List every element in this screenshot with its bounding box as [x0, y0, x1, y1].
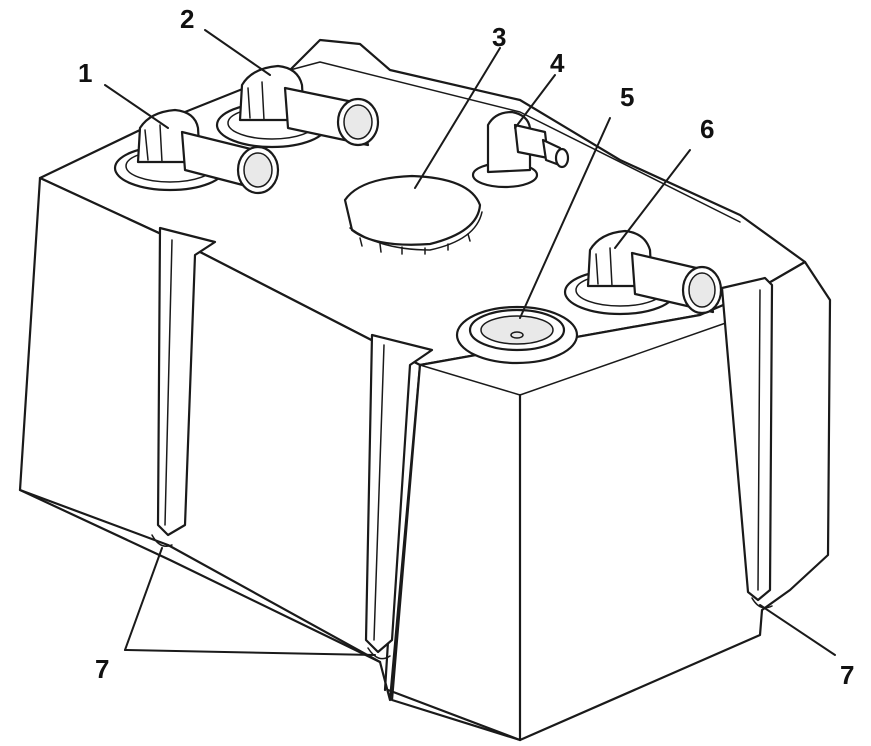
- leader-7a-1: [124, 547, 163, 651]
- strap-notch-1: [151, 534, 173, 547]
- callout-3: 3: [492, 22, 506, 52]
- strap-notch-2: [367, 647, 391, 660]
- tank-top-ridge: [289, 61, 741, 223]
- callout-4: 4: [550, 48, 565, 78]
- leader-1: [104, 84, 169, 129]
- strap-groove-left: [156, 226, 217, 537]
- callout-6: 6: [700, 114, 714, 144]
- tank-bottom-right: [386, 688, 522, 742]
- callout-5: 5: [620, 82, 634, 112]
- leader-4: [514, 74, 556, 129]
- leader-7a-2: [124, 649, 376, 656]
- leader-3: [414, 47, 501, 189]
- groove-right-inner: [757, 289, 761, 591]
- leader-lines: [104, 29, 836, 656]
- groove-middle-inner: [373, 344, 385, 641]
- tank-right-rim: [739, 214, 806, 263]
- callout-7-right: 7: [840, 660, 854, 690]
- leader-7b: [759, 604, 836, 656]
- strap-notch-3: [751, 597, 773, 609]
- tank-front-bevel: [419, 317, 741, 396]
- leader-5: [519, 117, 611, 319]
- fitting-2-elbow: [215, 64, 380, 149]
- callout-7-left: 7: [95, 654, 109, 684]
- groove-left-inner: [164, 239, 173, 526]
- leader-2: [204, 29, 271, 76]
- vent-5: [455, 305, 579, 365]
- fitting-4-barb: [471, 110, 570, 189]
- strap-groove-middle: [364, 333, 434, 654]
- callout-labels: 1 2 3 4 5 6 7 7: [78, 4, 854, 690]
- fill-cap-3: [343, 174, 483, 255]
- tank-bottom-left: [18, 488, 382, 664]
- fitting-1-elbow: [113, 108, 280, 195]
- callout-1: 1: [78, 58, 92, 88]
- fitting-6-elbow: [563, 229, 723, 316]
- callout-2: 2: [180, 4, 194, 34]
- leader-6: [614, 149, 691, 249]
